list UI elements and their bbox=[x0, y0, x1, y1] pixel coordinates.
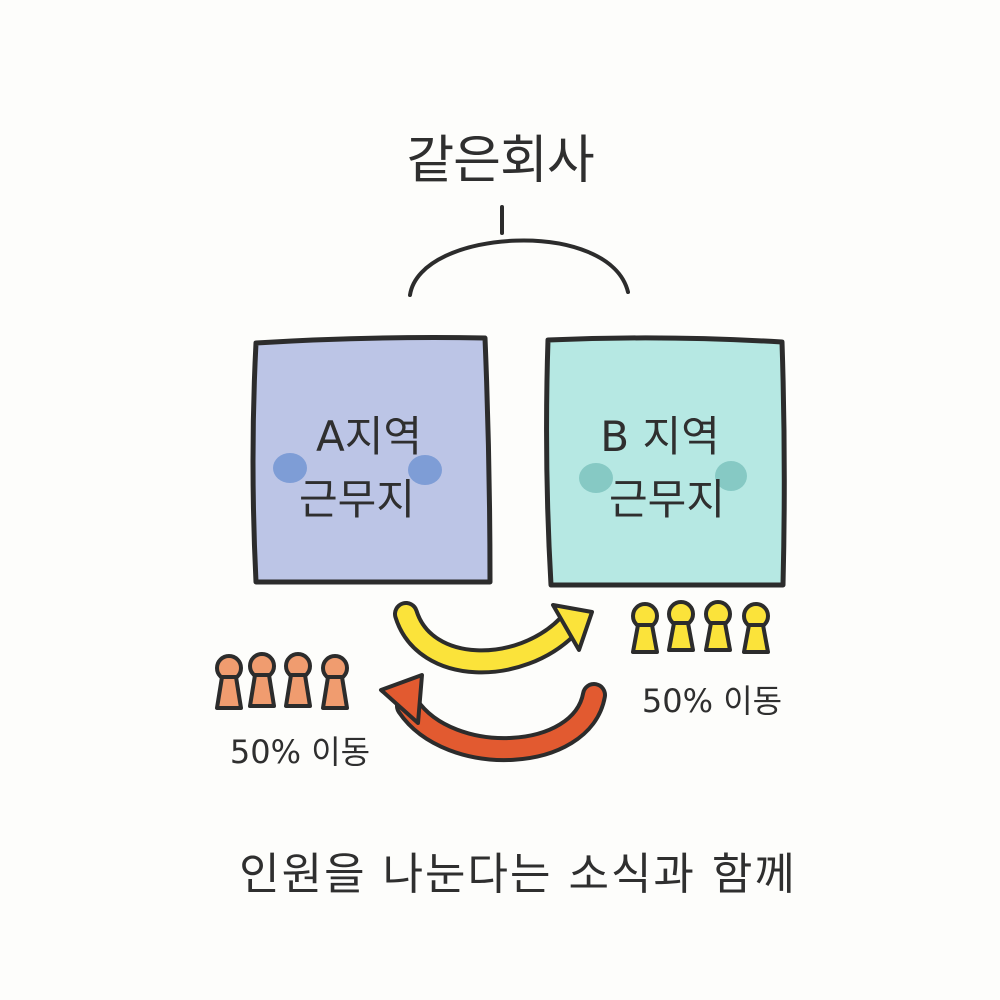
person-icon bbox=[633, 604, 657, 652]
company-title: 같은회사 bbox=[406, 118, 593, 193]
person-icon bbox=[706, 602, 730, 650]
people-group-a bbox=[217, 654, 347, 708]
arrow-to-region-b bbox=[406, 605, 592, 661]
person-icon bbox=[669, 602, 693, 650]
region-a-label: A지역 bbox=[316, 403, 422, 464]
region-b-label: B 지역 bbox=[600, 403, 719, 464]
people-group-b bbox=[633, 602, 768, 652]
person-icon bbox=[250, 654, 274, 706]
region-a-sublabel: 근무지 bbox=[299, 466, 415, 527]
arrow-to-region-a bbox=[381, 675, 594, 749]
person-icon bbox=[286, 654, 310, 706]
caption: 인원을 나눈다는 소식과 함께 bbox=[239, 838, 797, 902]
person-icon bbox=[217, 656, 241, 708]
region-b-sublabel: 근무지 bbox=[609, 466, 725, 527]
region-a-move-label: 50% 이동 bbox=[230, 727, 370, 773]
person-icon bbox=[744, 604, 768, 652]
region-b-cheek-left bbox=[579, 463, 613, 493]
person-icon bbox=[323, 656, 347, 708]
region-b-move-label: 50% 이동 bbox=[642, 676, 782, 722]
company-bracket bbox=[410, 207, 628, 295]
